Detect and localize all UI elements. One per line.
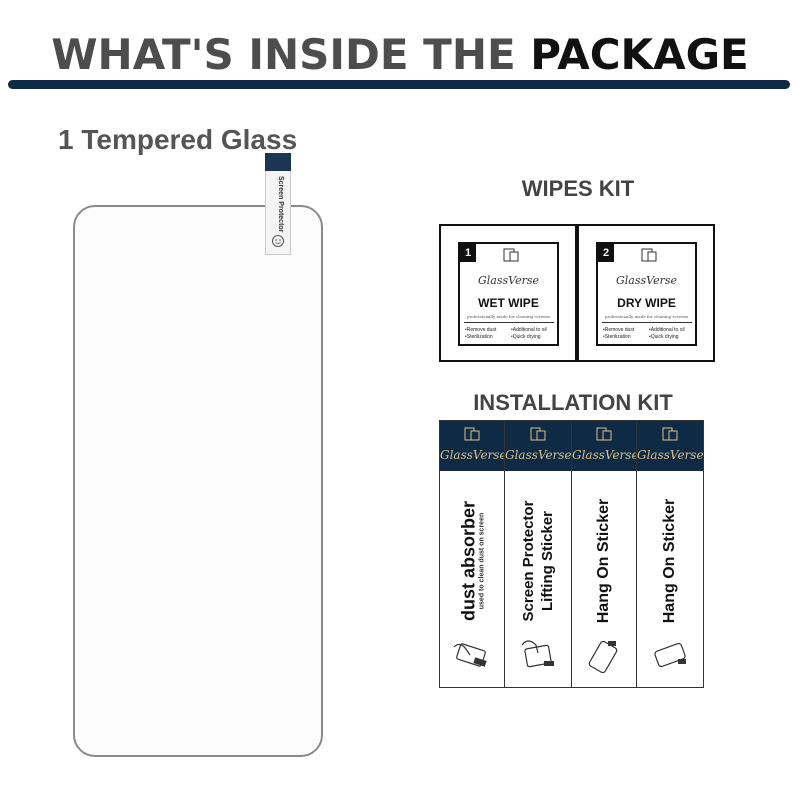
phone-icon [641, 248, 657, 262]
wipe-brand: GlassVerse [615, 274, 677, 287]
phone-sticker-icon [654, 642, 686, 668]
phone-sticker-icon [588, 640, 618, 674]
dust-absorber-sticker: GlassVerse dust absorber used to clean d… [439, 420, 507, 688]
sticker-brand: GlassVerse [440, 448, 507, 462]
phone-icon [530, 427, 546, 441]
sticker-subtitle: used to clean dust on screen [478, 512, 486, 610]
wipe-number: 2 [598, 244, 614, 262]
sticker-brand: GlassVerse [505, 448, 572, 462]
wipe-divider [602, 322, 692, 323]
sticker-title-line-2: Lifting Sticker [539, 510, 556, 612]
hand-phone-icon [521, 640, 554, 668]
phone-icon [596, 427, 612, 441]
glass-label: 1 Tempered Glass [58, 124, 298, 155]
smiley-icon [272, 235, 284, 247]
phone-icon [503, 248, 519, 262]
sticker-header: GlassVerse [637, 421, 704, 471]
sticker-text: Hang On Sticker [572, 481, 636, 641]
phone-icon [662, 427, 678, 441]
dry-wipe-packet: 2 GlassVerse DRY WIPE professionally mad… [577, 224, 715, 362]
tempered-glass-sheet [73, 205, 323, 757]
glass-tab-label: Screen Protector [270, 176, 286, 232]
wipe-feature: •Remove dust [465, 327, 497, 333]
sticker-text: Screen Protector Lifting Sticker [505, 481, 571, 641]
installation-kit-title: INSTALLATION KIT [473, 390, 673, 415]
sticker-header: GlassVerse [505, 421, 572, 471]
page-title: WHAT'S INSIDE THE PACKAGE [0, 30, 800, 79]
wipe-label: 2 GlassVerse DRY WIPE professionally mad… [596, 242, 697, 346]
wipe-feature: •Sterilization [465, 334, 493, 340]
lifting-sticker: GlassVerse Screen Protector Lifting Stic… [504, 420, 572, 688]
wipes-kit-title: WIPES KIT [521, 176, 635, 201]
wipe-name: DRY WIPE [617, 296, 676, 310]
title-part-1: WHAT'S INSIDE THE [51, 30, 516, 79]
wipe-name: WET WIPE [478, 296, 539, 310]
wipe-feature: •Sterilization [603, 334, 631, 340]
wet-wipe-packet: 1 GlassVerse WET WIPE professionally mad… [439, 224, 577, 362]
glass-tab-text: Screen Protector [277, 176, 284, 233]
wipe-divider [464, 322, 554, 323]
wipe-number: 1 [460, 244, 476, 262]
sticker-text: Hang On Sticker [637, 481, 703, 641]
hang-on-sticker: GlassVerse Hang On Sticker [571, 420, 639, 688]
wipe-label: 1 GlassVerse WET WIPE professionally mad… [458, 242, 559, 346]
sticker-title: dust absorber [458, 500, 479, 622]
sticker-header: GlassVerse [440, 421, 507, 471]
wipe-tagline: professionally made for cleaning screens [604, 314, 689, 319]
wipe-tagline: professionally made for cleaning screens [466, 314, 551, 319]
wipe-feature: •Remove dust [603, 327, 635, 333]
phone-icon [464, 427, 480, 441]
wipe-feature: •Quick drying [649, 334, 679, 340]
sticker-text: dust absorber used to clean dust on scre… [440, 481, 504, 641]
sticker-brand: GlassVerse [572, 448, 639, 462]
header-underline [8, 80, 790, 89]
wipe-feature: •Additional to oil [649, 327, 685, 333]
glass-tab-header [265, 153, 291, 171]
sticker-title: Hang On Sticker [595, 498, 612, 624]
sticker-header: GlassVerse [572, 421, 639, 471]
wipe-brand: GlassVerse [477, 274, 539, 287]
sticker-title: Hang On Sticker [661, 498, 678, 624]
wipe-feature: •Quick drying [511, 334, 541, 340]
wipe-feature: •Additional to oil [511, 327, 547, 333]
hang-on-sticker: GlassVerse Hang On Sticker [636, 420, 704, 688]
hand-phone-icon [453, 643, 487, 667]
sticker-brand: GlassVerse [637, 448, 704, 462]
title-part-2: PACKAGE [530, 30, 749, 79]
sticker-title: Screen Protector [520, 500, 537, 622]
